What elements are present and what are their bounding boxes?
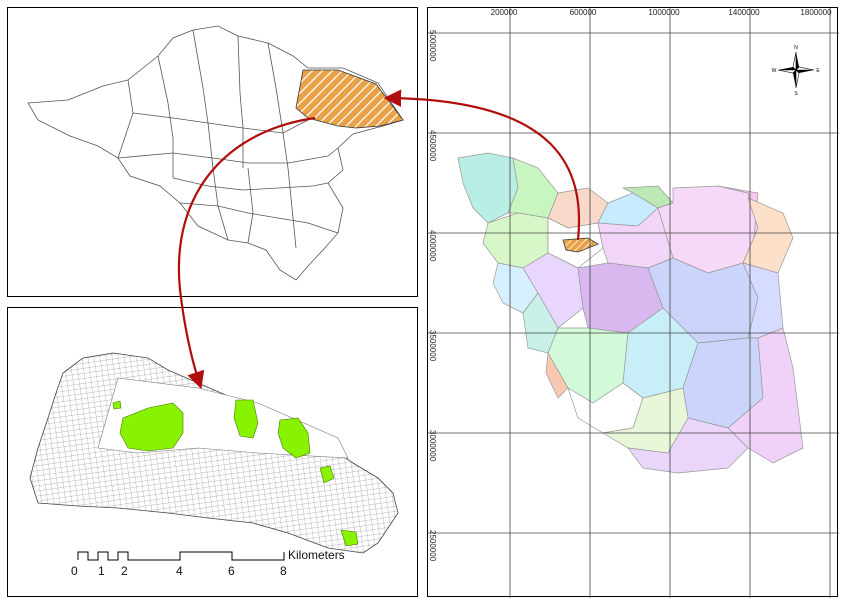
compass-w: W [772, 68, 777, 74]
district-boundary [117, 79, 134, 159]
scale-unit-label: Kilometers [288, 548, 345, 562]
district-boundaries [27, 25, 404, 281]
scale-label-1: 1 [98, 564, 105, 578]
district-boundary [157, 55, 174, 178]
scale-label-4: 4 [176, 564, 183, 578]
province [627, 417, 749, 474]
top-tick-1400000: 1400000 [728, 8, 760, 17]
iran-provinces-map: N E S W [428, 8, 839, 598]
district-boundary [237, 35, 244, 168]
iran-provinces-panel: N E S W 200000 600000 1000000 1400000 18… [427, 7, 839, 598]
scale-label-6: 6 [228, 564, 235, 578]
province [727, 327, 804, 464]
scale-label-2: 2 [121, 564, 128, 578]
study-area-district [295, 69, 404, 129]
scale-label-8: 8 [280, 564, 287, 578]
tehran-outline [27, 25, 404, 281]
scale-label-0: 0 [71, 564, 78, 578]
top-tick-200000: 200000 [490, 8, 518, 17]
left-tick-5000000: 5000000 [428, 30, 437, 62]
compass-s: S [794, 91, 798, 97]
left-tick-4000000: 4000000 [428, 230, 437, 262]
district-boundary [192, 29, 214, 169]
top-tick-600000: 600000 [569, 8, 597, 17]
green-spaces [112, 399, 359, 547]
study-area-detail-map [29, 352, 399, 561]
compass-e: E [816, 68, 820, 74]
tehran-districts-map [27, 25, 404, 281]
left-tick-2500000: 2500000 [428, 530, 437, 562]
green-space [319, 465, 335, 484]
scale-bar [77, 551, 285, 561]
green-space [340, 529, 359, 547]
study-area-detail-panel: 0 1 2 4 6 8 Kilometers [7, 307, 418, 597]
district-boundary [267, 42, 289, 169]
district-boundary [247, 167, 254, 244]
district-boundary [117, 147, 339, 164]
district-boundary [287, 167, 297, 249]
top-tick-1800000: 1800000 [800, 8, 832, 17]
tehran-districts-panel [7, 7, 418, 297]
left-tick-3500000: 3500000 [428, 330, 437, 362]
green-space [112, 400, 122, 410]
top-tick-1000000: 1000000 [648, 8, 680, 17]
left-tick-4500000: 4500000 [428, 130, 437, 162]
province [545, 351, 569, 399]
left-tick-3000000: 3000000 [428, 430, 437, 462]
green-space [233, 399, 259, 439]
compass-n: N [794, 45, 798, 51]
study-area-tehran [562, 237, 599, 253]
district-boundary [212, 167, 229, 241]
green-space [119, 402, 184, 452]
green-space [277, 417, 311, 459]
compass-rose-icon: N E S W [772, 45, 821, 97]
